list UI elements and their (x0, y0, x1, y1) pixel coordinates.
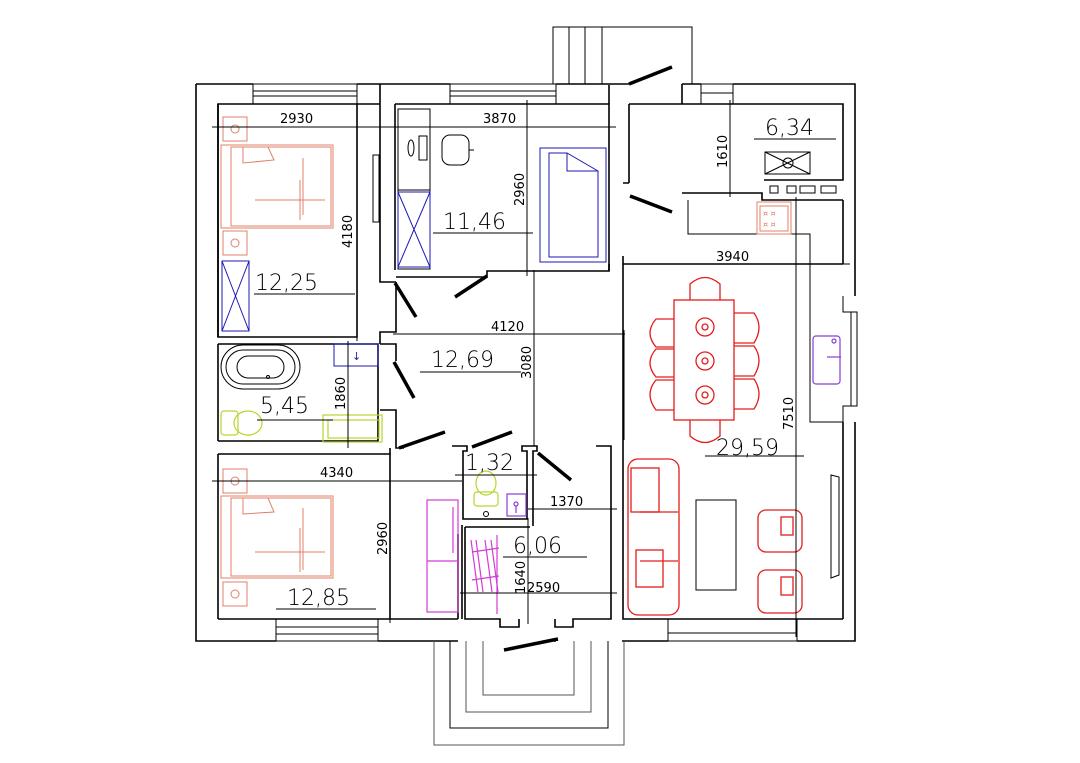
room-area-living: 29,59 (716, 436, 779, 461)
door-living[interactable] (536, 451, 573, 482)
desk-computer-icon (407, 135, 428, 161)
window-living-south (667, 618, 798, 642)
dining-chairs-icon (649, 276, 760, 444)
dim-7510: 7510 (782, 397, 797, 430)
room-area-study: 11,46 (443, 210, 506, 235)
double-bed-icon (220, 495, 334, 579)
bedroom-1: 12,25 (217, 84, 396, 338)
coffee-table-icon (695, 499, 737, 591)
dim-4340: 4340 (320, 466, 353, 481)
washing-machine-icon: ↓ (333, 343, 379, 367)
dimension-lines: 2930 3870 4180 2960 1610 3940 7510 4120 … (212, 100, 850, 637)
door-study[interactable] (454, 274, 488, 299)
closet-icon (397, 191, 431, 268)
entrance: 6,06 (464, 445, 612, 628)
door-kitchen[interactable] (629, 194, 673, 214)
living-dining: 29,59 (622, 200, 844, 620)
dim-1860: 1860 (334, 377, 349, 410)
door-entrance[interactable] (503, 637, 559, 652)
radiator (372, 154, 380, 223)
north-porch (552, 26, 693, 86)
window-kitchen (700, 83, 734, 105)
coat-rack-icon (470, 535, 500, 614)
room-area-bathroom: 5,45 (260, 394, 309, 419)
dim-2590: 2590 (527, 581, 560, 596)
svg-text:¤ ¤: ¤ ¤ (763, 220, 776, 229)
double-bed-icon (220, 144, 334, 229)
sink-icon (764, 151, 811, 175)
window-living-east (842, 296, 858, 422)
dim-3940: 3940 (716, 250, 749, 265)
armchair-icon (757, 569, 803, 614)
armchair-icon (757, 509, 803, 553)
door-wc[interactable] (471, 430, 513, 449)
room-area-kitchen: 6,34 (765, 116, 814, 141)
bathroom: ↓ 5,45 (218, 343, 446, 450)
dining-table-icon (673, 299, 735, 421)
door-north[interactable] (628, 65, 673, 86)
window-study (449, 83, 557, 105)
office-chair-icon (441, 134, 474, 166)
washbasin-icon (506, 493, 527, 517)
door-hall-south[interactable] (398, 430, 446, 450)
room-area-bedroom-2: 12,85 (287, 586, 350, 611)
south-porch-steps (433, 637, 625, 746)
door-bedroom-1[interactable] (393, 282, 418, 318)
room-area-hall: 12,69 (431, 348, 494, 373)
toilet-icon (220, 410, 263, 436)
dim-4120: 4120 (491, 320, 524, 335)
sofa-icon (627, 458, 680, 616)
kitchen: ¤ ¤ ¤ ¤ 6,34 (623, 84, 844, 262)
tv-icon (830, 474, 840, 579)
room-area-wc: 1,32 (465, 451, 514, 476)
window-bedroom-2 (275, 618, 379, 642)
window-bedroom-1 (252, 83, 358, 105)
bathtub-icon (220, 344, 301, 390)
wc: 1,32 (452, 430, 538, 526)
stove-icon: ¤ ¤ ¤ ¤ (756, 201, 792, 235)
dim-3080: 3080 (520, 346, 535, 379)
toilet-icon (473, 470, 499, 517)
dim-1610: 1610 (716, 135, 731, 168)
dim-2930: 2930 (280, 112, 313, 127)
dim-1640: 1640 (514, 561, 529, 594)
door-bathroom[interactable] (392, 361, 416, 399)
dim-3870: 3870 (483, 112, 516, 127)
wardrobe-icon (221, 260, 250, 332)
room-area-bedroom-1: 12,25 (255, 271, 318, 296)
svg-text:↓: ↓ (352, 350, 361, 363)
study: 11,46 (394, 103, 610, 299)
washbasin-icon (322, 414, 383, 443)
wardrobe-icon (426, 499, 459, 613)
nightstand-icon (222, 230, 248, 256)
svg-text:¤ ¤: ¤ ¤ (763, 209, 776, 218)
nightstand-icon (222, 581, 248, 607)
dim-4180: 4180 (341, 215, 356, 248)
tv-sink-cabinet-icon (812, 335, 841, 385)
room-area-entrance: 6,06 (513, 534, 562, 559)
nightstand-icon (222, 116, 248, 142)
dim-2960-study: 2960 (513, 173, 528, 206)
dim-1370: 1370 (550, 495, 583, 510)
single-bed-icon (539, 147, 607, 263)
dim-2960-bedroom-2: 2960 (376, 522, 391, 555)
